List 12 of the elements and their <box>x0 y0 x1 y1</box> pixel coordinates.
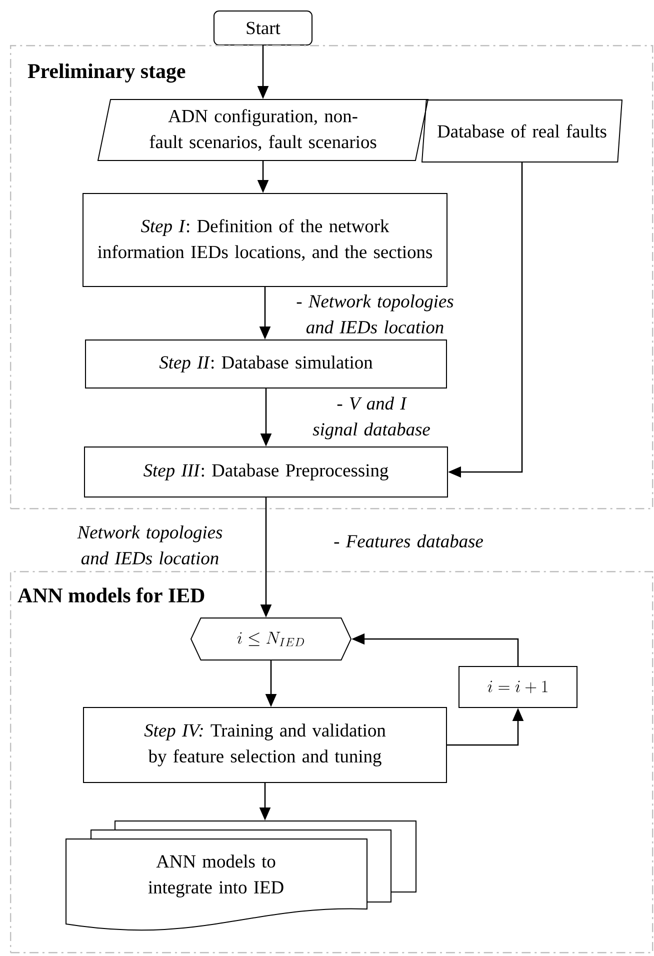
process-box: Step IV: Training and validation by feature selection and tuning <box>83 707 447 783</box>
process-box: Step I: Definition of the network information IEDs locations, and the sections <box>82 193 448 287</box>
note-text: Network topologies and IEDs location <box>77 526 222 564</box>
document-stack: ANN models to integrate into IED <box>66 820 416 930</box>
process-box: $i = i + 1$ <box>458 666 578 708</box>
process-box: Step III: Database Preprocessing <box>84 446 448 498</box>
loop-hexagon: $i \le N_{IED}$ <box>190 618 352 660</box>
edge-label: - Network topologies and IEDs location <box>296 294 454 334</box>
edge-label: - V and I signal database <box>312 396 430 440</box>
start-terminal: Start <box>214 10 312 46</box>
edge-label: - Features database <box>334 534 483 548</box>
process-box: Step II: Database simulation <box>85 340 447 388</box>
